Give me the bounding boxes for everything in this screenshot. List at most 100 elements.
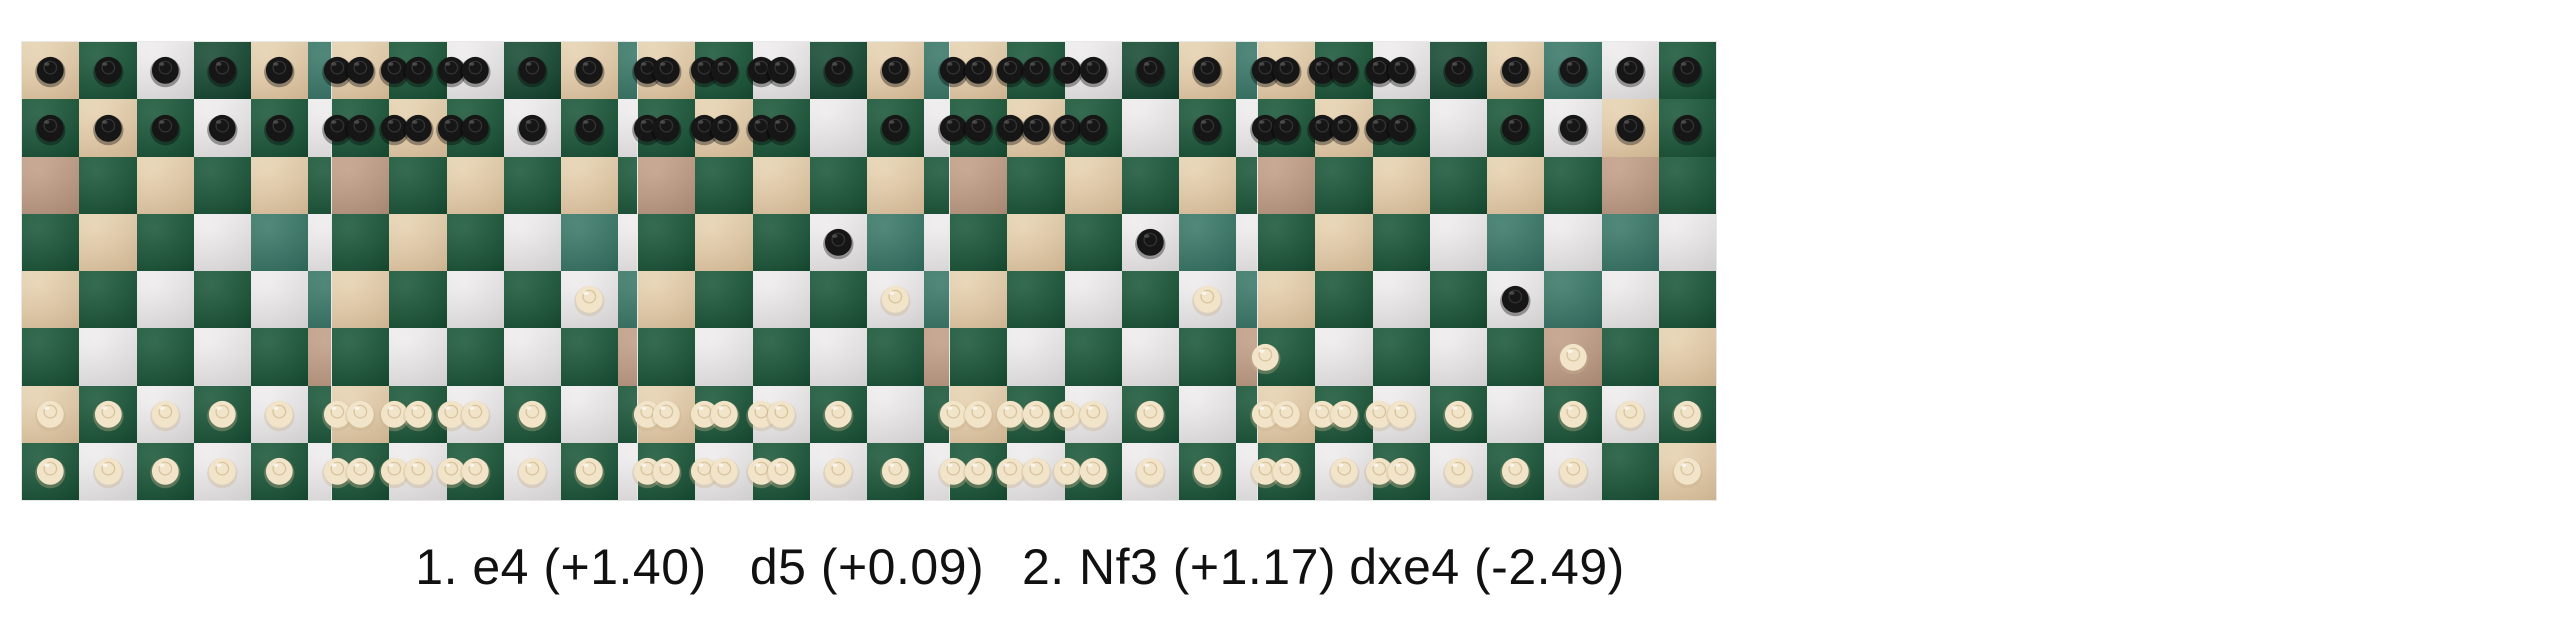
board-square	[1258, 385, 1316, 443]
white-piece-icon	[1052, 400, 1083, 432]
white-piece-icon	[1443, 457, 1474, 489]
black-piece-icon	[459, 114, 491, 145]
white-piece-icon	[1249, 457, 1281, 489]
white-piece-icon	[1192, 286, 1223, 317]
black-piece-icon	[765, 57, 797, 88]
board-square	[1315, 213, 1373, 271]
white-piece-icon	[1271, 457, 1302, 489]
white-piece-icon	[321, 457, 353, 489]
board-square	[251, 99, 309, 157]
white-piece-icon	[880, 457, 911, 489]
black-piece-icon	[459, 57, 491, 88]
board-square	[950, 271, 1008, 329]
board-square	[1429, 442, 1487, 500]
board-square	[1258, 213, 1316, 271]
black-piece-icon	[436, 57, 467, 88]
board-square	[561, 156, 619, 214]
black-piece-icon	[823, 57, 854, 88]
white-piece-icon	[574, 286, 605, 317]
board-square	[1121, 328, 1179, 386]
board-square	[695, 385, 753, 443]
board-square	[1179, 442, 1237, 500]
board-square	[1487, 156, 1545, 214]
black-piece-icon	[1192, 57, 1223, 88]
board-square	[752, 328, 810, 386]
board-square	[1601, 42, 1659, 100]
white-piece-icon	[746, 400, 777, 432]
board-square	[950, 42, 1008, 100]
board-square	[561, 42, 619, 100]
black-piece-icon	[937, 114, 969, 145]
board-square	[1315, 156, 1373, 214]
board-square	[22, 271, 80, 329]
board-square	[809, 271, 867, 329]
board-square	[79, 99, 137, 157]
white-piece-icon	[459, 457, 491, 489]
white-piece-icon	[1135, 400, 1166, 432]
board-square	[1007, 99, 1065, 157]
board-square	[809, 442, 867, 500]
board-square	[950, 328, 1008, 386]
board-square	[22, 213, 80, 271]
board-square	[1315, 42, 1373, 100]
black-piece-icon	[651, 57, 682, 88]
black-piece-icon	[823, 228, 854, 260]
white-piece-icon	[35, 400, 66, 432]
white-piece-icon	[1249, 343, 1281, 374]
board-square	[308, 385, 366, 443]
black-piece-icon	[1328, 114, 1360, 145]
board-square	[1544, 442, 1602, 500]
white-piece-icon	[1077, 400, 1109, 432]
board-square	[1544, 99, 1602, 157]
board-square	[251, 213, 309, 271]
board-square	[1487, 271, 1545, 329]
board-square	[389, 328, 447, 386]
board-square	[695, 156, 753, 214]
board-square	[1429, 156, 1487, 214]
white-piece-icon	[708, 400, 740, 432]
board-square	[503, 156, 561, 214]
board-square	[503, 213, 561, 271]
board-square	[446, 385, 504, 443]
board-square	[1064, 213, 1122, 271]
board-square	[1601, 385, 1659, 443]
white-piece-icon	[264, 400, 295, 432]
board-square	[79, 42, 137, 100]
board-square	[1179, 385, 1237, 443]
black-piece-icon	[963, 57, 994, 88]
black-piece-icon	[631, 57, 663, 88]
board-square	[193, 271, 251, 329]
board-square	[1315, 385, 1373, 443]
board-square	[1258, 42, 1316, 100]
black-piece-icon	[207, 57, 238, 88]
board-square	[561, 442, 619, 500]
board-square	[251, 156, 309, 214]
move-caption: 2. Nf3 (+1.17)	[1021, 539, 1337, 595]
white-piece-icon	[402, 400, 434, 432]
board-square	[675, 385, 733, 443]
black-piece-icon	[631, 114, 663, 145]
board-square	[1487, 442, 1545, 500]
board-square	[1601, 328, 1659, 386]
board-square	[503, 271, 561, 329]
white-piece-icon	[746, 457, 777, 489]
white-piece-icon	[994, 457, 1026, 489]
white-piece-icon	[1328, 457, 1360, 489]
white-piece-icon	[937, 457, 969, 489]
board-square	[332, 42, 390, 100]
move-caption: 1. e4 (+1.40)	[415, 539, 707, 595]
board-square	[1121, 385, 1179, 443]
board-square	[1258, 156, 1316, 214]
board-square	[1601, 213, 1659, 271]
board-square	[1601, 442, 1659, 500]
board-square	[1179, 213, 1237, 271]
board-square	[1429, 271, 1487, 329]
board-square	[193, 99, 251, 157]
white-piece-icon	[1052, 457, 1083, 489]
board-square	[695, 99, 753, 157]
black-piece-icon	[1077, 57, 1109, 88]
black-piece-icon	[1328, 57, 1360, 88]
board-square	[389, 213, 447, 271]
board-square	[618, 442, 676, 500]
board-square	[1315, 328, 1373, 386]
